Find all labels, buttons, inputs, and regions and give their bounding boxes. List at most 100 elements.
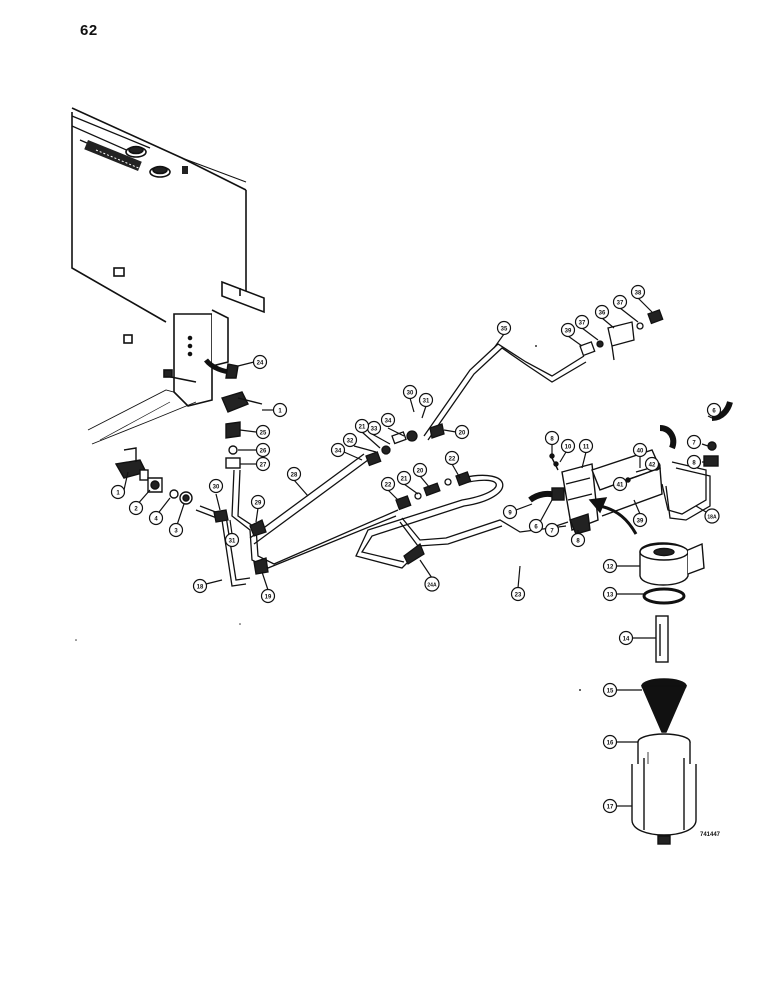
callout-label: 22 (449, 457, 456, 463)
callout-label: 38 (635, 291, 642, 297)
callout-30b: 30 (402, 384, 418, 413)
callout-23: 23 (510, 565, 526, 602)
callout-label: 36 (599, 311, 606, 317)
filter-parts (631, 542, 705, 845)
callout-39: 39 (560, 322, 583, 347)
callout-label: 24A (427, 583, 437, 589)
callout-label: 1 (278, 409, 282, 415)
callout-2: 2 (128, 489, 151, 516)
callout-label: 7 (692, 441, 696, 447)
callout-34: 34 (330, 442, 363, 461)
callout-label: 8 (692, 461, 696, 467)
callout-1b: 1 (262, 402, 288, 418)
callout-label: 8 (550, 437, 554, 443)
callout-label: 39 (637, 519, 644, 525)
callout-label: 7 (550, 529, 554, 535)
callout-label: 2 (134, 507, 138, 513)
callout-11: 11 (578, 438, 594, 469)
center-fittings (365, 309, 664, 511)
callout-label: 14 (623, 637, 630, 643)
callout-18: 18 (192, 578, 223, 594)
callout-label: 30 (407, 391, 414, 397)
line-clamps (213, 423, 445, 575)
callout-label: 33 (371, 427, 378, 433)
callout-22b: 22 (444, 450, 461, 479)
callout-32: 32 (342, 432, 377, 453)
callout-label: 22 (385, 483, 392, 489)
callout-label: 40 (637, 449, 644, 455)
scan-specks (75, 345, 581, 691)
callout-18A: 18A (695, 505, 720, 524)
callout-38: 38 (630, 284, 653, 313)
callout-7b: 7 (686, 434, 709, 450)
callout-label: 13 (607, 593, 614, 599)
callout-label: 15 (607, 689, 614, 695)
callout-label: 8 (576, 539, 580, 545)
left-fittings (114, 358, 263, 505)
callout-27: 27 (240, 456, 271, 472)
callout-label: 42 (649, 463, 656, 469)
callout-26: 26 (238, 442, 271, 458)
callout-label: 31 (423, 399, 430, 405)
callout-label: 28 (291, 473, 298, 479)
callout-label: 12 (607, 565, 614, 571)
callout-label: 25 (260, 431, 267, 437)
callout-label: 37 (579, 321, 586, 327)
callout-label: 20 (459, 431, 466, 437)
callout-36: 36 (594, 304, 615, 329)
callout-31: 31 (224, 519, 240, 548)
callout-12: 12 (602, 558, 640, 574)
callout-30: 30 (208, 478, 224, 511)
callout-label: 3 (174, 529, 178, 535)
callout-label: 10 (565, 445, 572, 451)
callout-label: 41 (617, 483, 624, 489)
callout-label: 26 (260, 449, 267, 455)
callout-6: 6 (528, 499, 553, 534)
callout-label: 18A (707, 515, 717, 521)
callout-41: 41 (612, 475, 639, 492)
callout-37b: 37 (612, 294, 639, 323)
callout-label: 27 (260, 463, 267, 469)
callout-label: 30 (213, 485, 220, 491)
callout-13: 13 (602, 586, 644, 602)
callout-label: 35 (501, 327, 508, 333)
filter-head (528, 401, 733, 535)
callout-label: 21 (359, 425, 366, 431)
callout-31b: 31 (418, 392, 434, 419)
callout-8c: 8 (686, 454, 704, 470)
callout-label: 19 (265, 595, 272, 601)
callout-label: 37 (617, 301, 624, 307)
callout-40: 40 (632, 442, 648, 468)
callout-label: 32 (347, 439, 354, 445)
callout-33: 33 (366, 420, 391, 445)
callout-17: 17 (602, 798, 632, 814)
callout-1: 1 (110, 471, 129, 500)
callout-label: 39 (565, 329, 572, 335)
callout-label: 4 (154, 517, 158, 523)
callout-8b: 8 (570, 530, 586, 548)
callout-20b: 20 (412, 462, 431, 489)
callout-28: 28 (286, 466, 309, 497)
callout-label: 34 (335, 449, 342, 455)
callout-16: 16 (602, 734, 638, 750)
callout-label: 6 (712, 409, 716, 415)
callout-label: 16 (607, 741, 614, 747)
callout-29: 29 (250, 494, 266, 523)
callout-label: 17 (607, 805, 614, 811)
callout-6b: 6 (706, 402, 722, 419)
callout-9: 9 (502, 503, 533, 520)
callout-10: 10 (559, 438, 576, 463)
fuel-lines (91, 343, 711, 587)
callout-35: 35 (493, 320, 512, 349)
callout-4: 4 (148, 497, 171, 526)
callout-34b: 34 (380, 412, 405, 437)
callout-21: 21 (354, 418, 381, 449)
callout-14: 14 (618, 630, 656, 646)
callout-label: 24 (257, 361, 264, 367)
callout-21b: 21 (396, 470, 419, 495)
callout-22: 22 (380, 476, 399, 501)
callout-25: 25 (239, 424, 271, 440)
callout-label: 9 (508, 511, 512, 517)
